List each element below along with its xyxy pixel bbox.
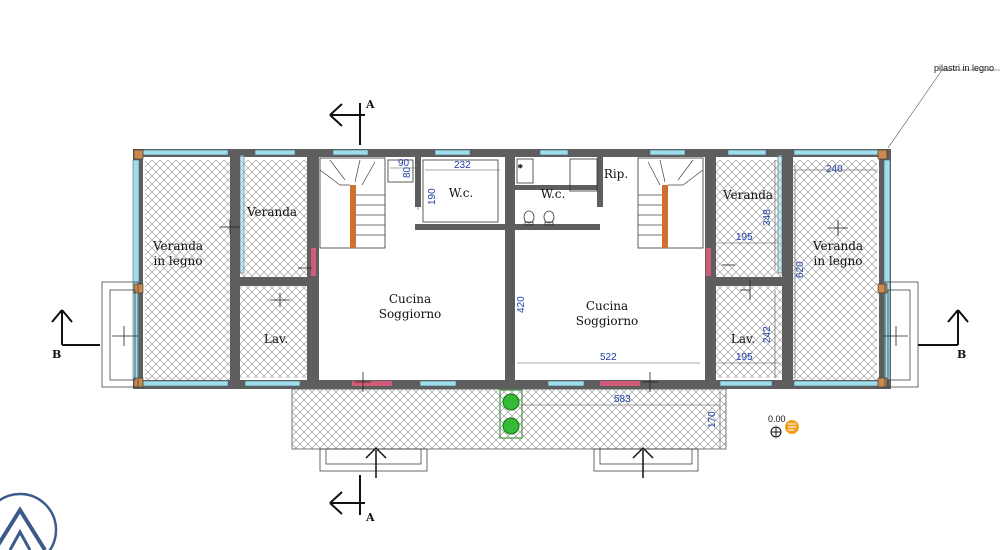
elevation-label: 0.00 xyxy=(768,414,786,424)
staircase-left xyxy=(319,157,386,249)
dim-232: 232 xyxy=(454,160,471,171)
dim-80: 80 xyxy=(402,166,413,178)
dim-522: 522 xyxy=(600,352,617,363)
shower-icon: * xyxy=(516,158,598,192)
door-thresholds xyxy=(311,248,711,386)
room-wc-right: W.c. xyxy=(541,187,566,201)
dim-420: 420 xyxy=(516,296,527,313)
room-veranda-left: Veranda xyxy=(246,205,297,219)
dim-195-bottom: 195 xyxy=(736,352,753,363)
plant-pot-icon xyxy=(499,389,523,439)
dim-90: 90 xyxy=(398,158,410,169)
room-lav-right: Lav. xyxy=(731,332,755,346)
room-wc-left: W.c. xyxy=(449,186,474,200)
dim-583: 583 xyxy=(614,394,631,405)
elevation-marker xyxy=(770,426,782,438)
section-arrow-icon xyxy=(51,103,969,515)
outer-outlines xyxy=(101,281,919,472)
windows xyxy=(132,149,891,387)
section-label-a-bottom: A xyxy=(365,511,375,524)
dim-240: 240 xyxy=(826,164,843,175)
door-swings xyxy=(112,220,908,392)
pillars-note: pilastri in legno xyxy=(934,63,994,73)
wooden-pillars xyxy=(133,149,888,388)
dim-620: 620 xyxy=(795,261,806,278)
info-badge-icon[interactable] xyxy=(785,420,799,434)
dim-348: 348 xyxy=(762,209,773,226)
hatched-areas xyxy=(145,160,877,450)
room-veranda-right: Veranda xyxy=(722,188,773,202)
svg-text:*: * xyxy=(518,163,523,173)
toilet-icon xyxy=(387,159,555,226)
room-rip: Rip. xyxy=(604,167,628,181)
dim-242: 242 xyxy=(762,326,773,343)
dimension-lines xyxy=(390,69,1000,448)
section-label-b-right: B xyxy=(957,348,966,361)
room-lav-left: Lav. xyxy=(264,332,288,346)
north-arrow-icon xyxy=(0,492,58,550)
dim-190: 190 xyxy=(427,188,438,205)
section-label-b-left: B xyxy=(52,348,61,361)
section-label-a-top: A xyxy=(365,98,375,111)
staircase-right xyxy=(637,157,704,249)
dim-170: 170 xyxy=(707,411,718,428)
dim-195-top: 195 xyxy=(736,232,753,243)
